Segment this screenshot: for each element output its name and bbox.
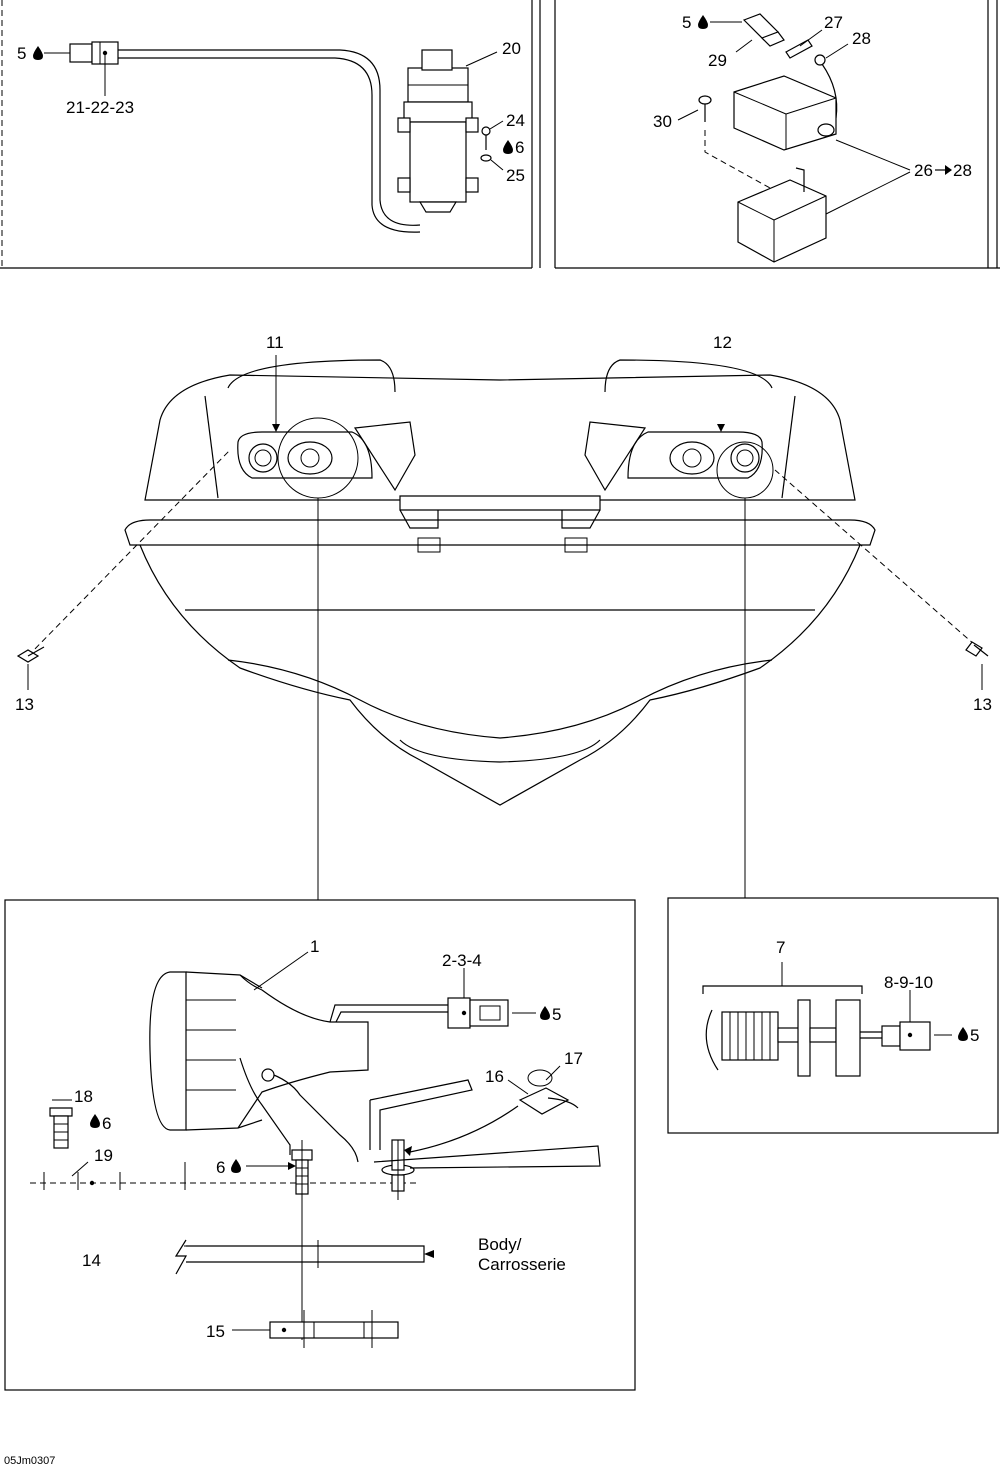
label-16: 16 bbox=[485, 1067, 504, 1086]
label-7: 7 bbox=[776, 938, 785, 957]
label-30: 30 bbox=[653, 112, 672, 131]
label-5-headlamp: 5 bbox=[552, 1005, 561, 1024]
label-19: 19 bbox=[94, 1146, 113, 1165]
label-25: 25 bbox=[506, 166, 525, 185]
label-5-courtesy: 5 bbox=[970, 1026, 979, 1045]
reference-code: 05Jm0307 bbox=[4, 1455, 55, 1467]
pump-assembly bbox=[69, 41, 492, 233]
body-label-line2: Carrosserie bbox=[478, 1255, 566, 1274]
label-15: 15 bbox=[206, 1322, 225, 1341]
lubricant-drop-icon bbox=[33, 15, 968, 1173]
leaders-top-left bbox=[44, 51, 504, 171]
body-label-line1: Body/ bbox=[478, 1235, 522, 1254]
label-26-to-28: 26 28 bbox=[914, 161, 972, 180]
label-6-center: 6 bbox=[216, 1158, 225, 1177]
label-21-22-23: 21-22-23 bbox=[66, 98, 134, 117]
label-5-top-right: 5 bbox=[682, 13, 691, 32]
panel-frames bbox=[0, 0, 1000, 269]
label-27: 27 bbox=[824, 13, 843, 32]
label-11: 11 bbox=[266, 333, 284, 352]
arrow-right-icon bbox=[935, 165, 952, 175]
label-18: 18 bbox=[74, 1087, 93, 1106]
label-17: 17 bbox=[564, 1049, 583, 1068]
headlamp-detail bbox=[4, 899, 636, 1391]
label-20: 20 bbox=[502, 39, 521, 58]
label-28: 28 bbox=[852, 29, 871, 48]
label-1: 1 bbox=[310, 937, 319, 956]
label-13-left: 13 bbox=[15, 695, 34, 714]
courtesy-light-detail bbox=[667, 897, 999, 1134]
label-6-top: 6 bbox=[515, 138, 524, 157]
relay-assembly bbox=[698, 13, 838, 263]
callout-labels: 5 21-22-23 20 24 6 25 5 27 28 29 30 26 2… bbox=[4, 13, 992, 1467]
label-29: 29 bbox=[708, 51, 727, 70]
boat-front-view bbox=[16, 355, 989, 900]
label-13-right: 13 bbox=[973, 695, 992, 714]
label-2-3-4: 2-3-4 bbox=[442, 951, 482, 970]
label-8-9-10: 8-9-10 bbox=[884, 973, 933, 992]
label-12: 12 bbox=[713, 333, 732, 352]
label-14: 14 bbox=[82, 1251, 101, 1270]
label-6-bolt: 6 bbox=[102, 1114, 111, 1133]
label-24: 24 bbox=[506, 111, 525, 130]
leaders-top-right bbox=[677, 21, 911, 215]
label-28-range-end: 28 bbox=[953, 161, 972, 180]
label-5-top-left: 5 bbox=[17, 44, 26, 63]
label-26: 26 bbox=[914, 161, 933, 180]
